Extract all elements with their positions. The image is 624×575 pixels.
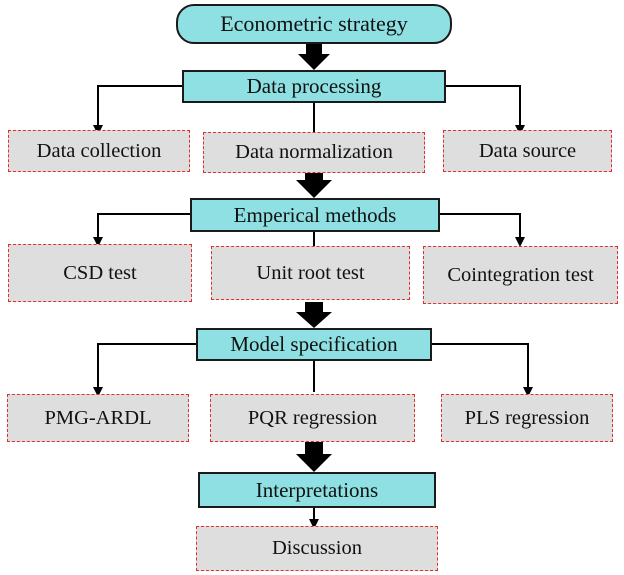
stage-arrow-4 — [296, 442, 332, 472]
connector-to-csd-test — [93, 213, 190, 247]
node-data-collection: Data collection — [8, 130, 190, 172]
stage-arrow-1 — [298, 42, 330, 70]
node-interpretations: Interpretations — [198, 472, 436, 508]
connector-to-pmg-ardl — [93, 343, 196, 397]
stage-arrow-2 — [296, 170, 332, 198]
connector-to-data-source — [446, 85, 525, 135]
node-pqr-regression: PQR regression — [210, 394, 415, 442]
node-data-normalization: Data normalization — [203, 132, 425, 173]
node-data-processing: Data processing — [182, 70, 446, 103]
stage-arrow-3 — [296, 302, 332, 328]
node-discussion: Discussion — [196, 526, 438, 571]
connector-to-pls-regression — [432, 343, 533, 397]
node-csd-test: CSD test — [8, 244, 192, 302]
node-pls-regression: PLS regression — [441, 394, 613, 442]
node-emperical-methods: Emperical methods — [190, 198, 440, 232]
node-pmg-ardl: PMG-ARDL — [7, 394, 189, 442]
node-unit-root-test: Unit root test — [211, 246, 410, 300]
node-data-source: Data source — [443, 130, 612, 172]
node-econometric-strategy: Econometric strategy — [176, 4, 452, 44]
connector-to-cointegration-test — [440, 213, 525, 247]
connector-to-data-collection — [93, 85, 182, 135]
node-cointegration-test: Cointegration test — [423, 246, 618, 304]
node-model-specification: Model specification — [196, 328, 432, 361]
